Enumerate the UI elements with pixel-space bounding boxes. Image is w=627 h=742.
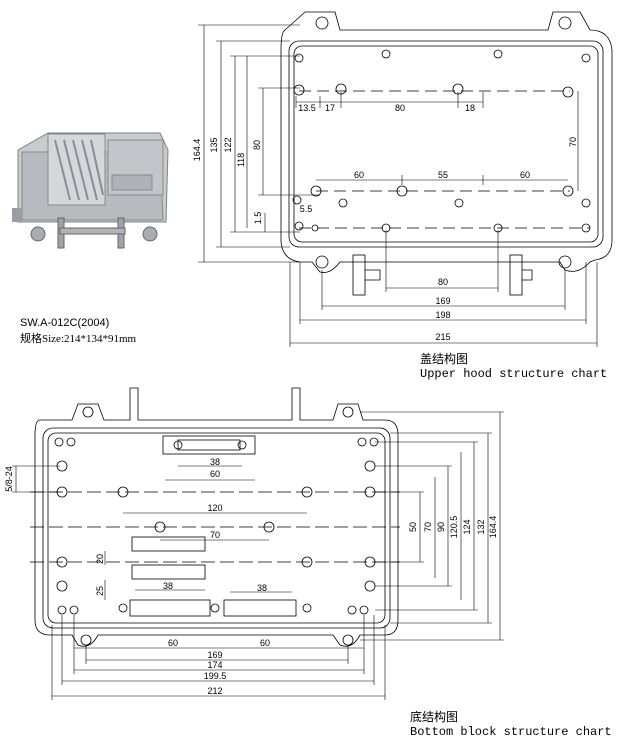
dim-label: 212 xyxy=(207,686,222,696)
upper-caption: 盖结构图 Upper hood structure chart xyxy=(420,350,607,381)
dim-label: 80 xyxy=(438,277,448,287)
dim-label: 60 xyxy=(210,469,220,479)
dim-label: 164.4 xyxy=(192,139,202,162)
dim-label: 70 xyxy=(210,530,220,540)
upper-caption-cn: 盖结构图 xyxy=(420,352,469,366)
spec-prefix: 规格 xyxy=(20,332,42,345)
dim-label: 20 xyxy=(95,554,105,564)
dim-label: 70 xyxy=(423,522,433,532)
bottom-caption-en: Bottom block structure chart xyxy=(410,725,612,739)
bottom-caption-cn: 底结构图 xyxy=(410,710,459,724)
dim-label: 13.5 xyxy=(298,103,316,113)
dim-label: 169 xyxy=(435,296,450,306)
model-info: SW.A-012C(2004) 规格Size:214*134*91mm xyxy=(20,316,136,347)
dim-label: 198 xyxy=(435,310,450,320)
bottom-caption: 底结构图 Bottom block structure chart xyxy=(410,708,612,739)
dim-label: 124 xyxy=(462,519,472,534)
dim-label: 5/8-24 xyxy=(4,466,14,492)
dim-label: 18 xyxy=(465,103,475,113)
dim-label: 118 xyxy=(236,153,246,167)
bottom-dimension-labels: 5/8-24 38 60 120 70 20 25 38 38 50 70 90… xyxy=(4,457,498,696)
dim-label: 60 xyxy=(354,170,364,180)
dim-label: 80 xyxy=(395,103,405,113)
dim-label: 38 xyxy=(210,457,220,467)
dim-label: 90 xyxy=(436,522,446,532)
dim-label: 135 xyxy=(209,137,219,152)
dim-label: 174 xyxy=(207,660,222,670)
upper-dimension-labels: 164.4 135 122 118 80 1.5 5.5 13.5 17 80 … xyxy=(192,103,578,342)
dim-label: 55 xyxy=(438,170,448,180)
dim-label: 199.5 xyxy=(204,671,227,681)
dim-label: 60 xyxy=(168,638,178,648)
dim-label: 164.4 xyxy=(488,516,498,539)
bottom-dimension-lines xyxy=(12,411,504,700)
dim-label: 60 xyxy=(260,638,270,648)
dim-label: 25 xyxy=(95,586,105,596)
dim-label: 120.5 xyxy=(449,516,459,539)
dim-label: 120 xyxy=(207,503,222,513)
dim-label: 1.5 xyxy=(253,212,263,225)
upper-caption-en: Upper hood structure chart xyxy=(420,367,608,381)
dim-label: 70 xyxy=(568,137,578,147)
upper-hood-drawing xyxy=(280,11,613,296)
dim-label: 122 xyxy=(223,137,233,152)
dim-label: 169 xyxy=(207,650,222,660)
spec-line: 规格Size:214*134*91mm xyxy=(20,331,136,347)
model-number: SW.A-012C(2004) xyxy=(20,317,110,329)
dim-label: 38 xyxy=(163,581,173,591)
dim-label: 50 xyxy=(408,522,418,532)
dim-label: 132 xyxy=(476,519,486,534)
product-photo xyxy=(12,132,169,249)
dim-label: 5.5 xyxy=(300,204,313,214)
spec-size: Size:214*134*91mm xyxy=(42,333,137,345)
dim-label: 17 xyxy=(325,103,335,113)
upper-dimension-lines xyxy=(198,24,598,347)
dim-label: 38 xyxy=(257,583,267,593)
bottom-block-drawing xyxy=(30,387,400,647)
dim-label: 80 xyxy=(252,140,262,150)
dim-label: 60 xyxy=(520,170,530,180)
dim-label: 215 xyxy=(435,332,450,342)
